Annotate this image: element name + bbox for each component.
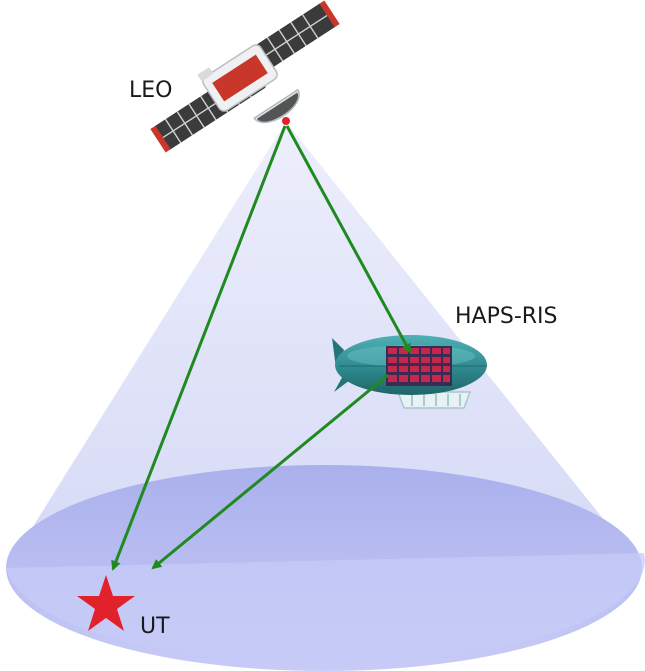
link-ris-to-ut	[151, 373, 389, 570]
signal-links	[111, 125, 412, 571]
satellite-icon	[150, 0, 340, 153]
ground-horizon-band	[6, 553, 645, 665]
user-terminal-label: UT	[140, 614, 170, 639]
star-icon	[77, 575, 135, 631]
satellite-label: LEO	[129, 78, 172, 103]
ris-panel	[386, 346, 452, 386]
link-leo-to-ris	[285, 125, 412, 354]
haps-ris-label: HAPS-RIS	[455, 304, 558, 329]
coverage-beam	[12, 122, 636, 560]
link-leo-to-ut	[111, 125, 287, 571]
